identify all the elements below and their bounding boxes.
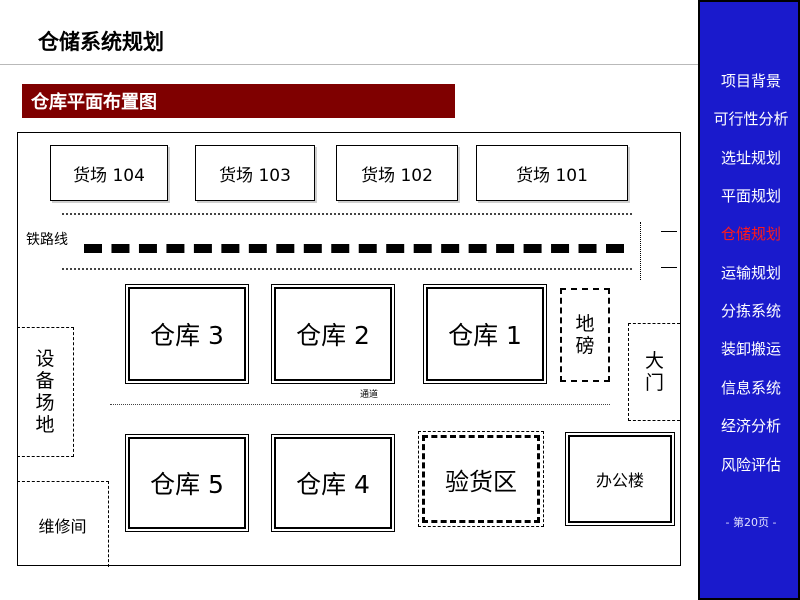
warehouse-4: 仓库 4 [271,434,395,532]
warehouse-3: 仓库 3 [125,284,249,384]
nav-item-site-selection[interactable]: 选址规划 [720,149,781,167]
yard-102: 货场 102 [336,145,458,201]
office-building: 办公楼 [565,432,675,526]
railway-end-mark-top [661,231,677,232]
equipment-area-label: 设备场地 [35,348,55,436]
repair-shop: 维修间 [17,481,109,567]
nav-item-storage-planning[interactable]: 仓储规划 [720,225,781,243]
yard-103: 货场 103 [195,145,315,201]
warehouse-1: 仓库 1 [423,284,547,384]
page-title: 仓储系统规划 [38,30,164,54]
railway-label: 铁路线 [26,232,68,248]
aisle-label: 通道 [360,390,379,400]
nav-item-sorting[interactable]: 分拣系统 [720,302,781,320]
railway-end-divider [640,222,641,280]
section-title-bar: 仓库平面布置图 [22,84,455,118]
equipment-area: 设备场地 [17,327,74,457]
railway-top-edge [62,213,632,215]
page-number: - 第20页 - [725,516,777,529]
nav-item-transport[interactable]: 运输规划 [720,264,781,282]
nav-item-handling[interactable]: 装卸搬运 [720,340,781,358]
nav-sidebar: 项目背景 可行性分析 选址规划 平面规划 仓储规划 运输规划 分拣系统 装卸搬运… [698,0,800,600]
nav-item-economics[interactable]: 经济分析 [720,417,781,435]
main-gate: 大门 [628,323,680,421]
railway-end-mark-bottom [661,267,677,268]
weighbridge-label: 地磅 [575,313,595,357]
yard-101: 货场 101 [476,145,628,201]
warehouse-floor-plan: 货场 104 货场 103 货场 102 货场 101 铁路线 仓库 3 仓库 … [17,132,681,567]
weighbridge: 地磅 [560,288,610,382]
nav-item-information[interactable]: 信息系统 [720,379,781,397]
railway-track [84,244,624,253]
yard-104: 货场 104 [50,145,168,201]
nav-item-project-background[interactable]: 项目背景 [720,72,781,90]
nav-item-layout-planning[interactable]: 平面规划 [720,187,781,205]
railway-bottom-edge [62,268,632,270]
gate-label: 大门 [644,350,664,394]
warehouse-5: 仓库 5 [125,434,249,532]
nav-item-risk[interactable]: 风险评估 [720,456,781,474]
inspection-area: 验货区 [418,431,544,527]
warehouse-2: 仓库 2 [271,284,395,384]
aisle-line [110,404,610,405]
title-divider [0,64,698,65]
nav-item-feasibility[interactable]: 可行性分析 [713,110,789,128]
